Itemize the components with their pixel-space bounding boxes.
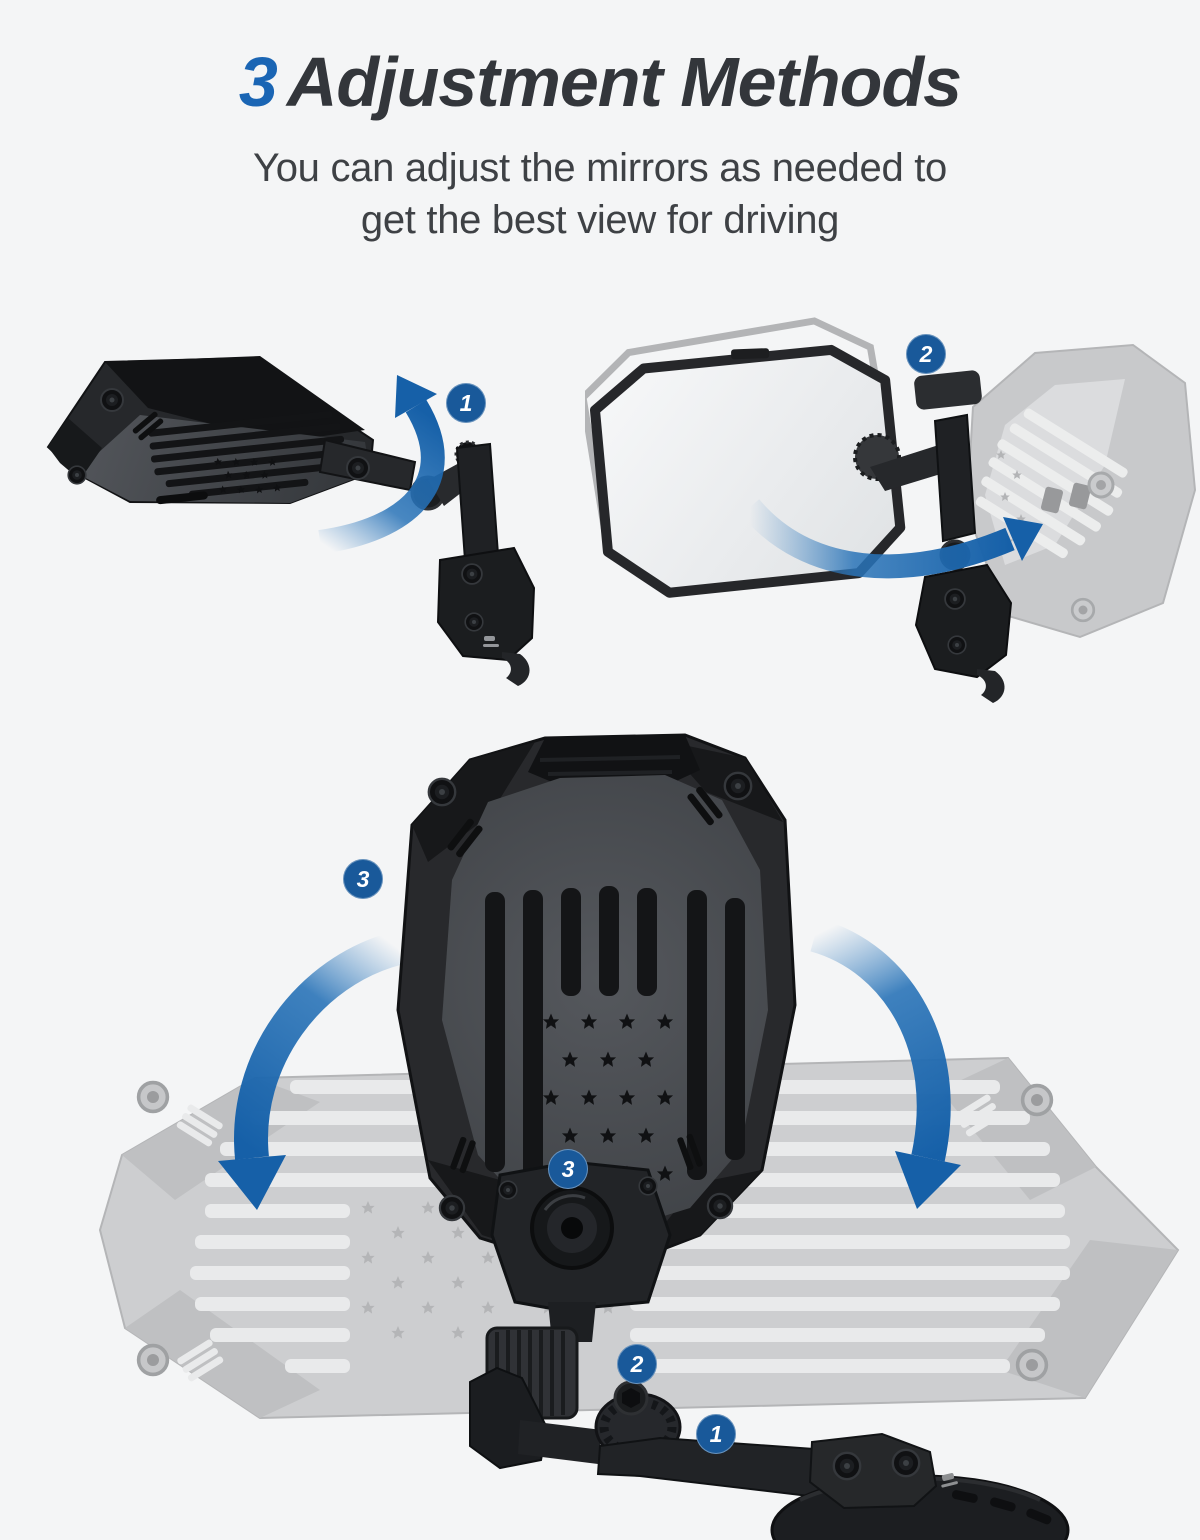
screw-icon	[100, 388, 124, 412]
callout-badge-3-pivot: 3	[548, 1149, 588, 1189]
curved-arrow-up-icon	[318, 375, 445, 554]
page-subtitle: You can adjust the mirrors as needed to g…	[0, 142, 1200, 246]
screw-icon	[67, 465, 87, 485]
callout-badge-2-mount: 2	[617, 1344, 657, 1384]
rotated-flag-stripes	[485, 886, 745, 1230]
mirror-fold-illustration	[585, 317, 1197, 703]
method-3-figure	[0, 730, 1200, 1540]
brand-mark	[941, 1473, 958, 1488]
subtitle-line-2: get the best view for driving	[360, 198, 840, 242]
swivel-arm-and-base	[596, 1432, 1070, 1540]
subtitle-line-1: You can adjust the mirrors as needed to	[253, 146, 947, 190]
callout-badge-1-top: 1	[446, 383, 486, 423]
callout-badge-1-mount: 1	[696, 1414, 736, 1454]
mirror-housing-back	[46, 356, 375, 505]
mirror-rotate-illustration	[98, 733, 1180, 1540]
mirror-tilt-illustration	[46, 356, 536, 686]
curved-arrow-right-icon	[740, 499, 1043, 579]
brand-mark	[483, 636, 499, 647]
ghost-mirror-housing	[965, 343, 1197, 639]
rotation-pivot	[490, 1160, 672, 1312]
callout-badge-3-side: 3	[343, 859, 383, 899]
curved-arrow-down-right-icon	[809, 918, 961, 1209]
method-1-figure	[20, 330, 580, 710]
title-text: Adjustment Methods	[286, 43, 962, 121]
callout-badge-2-top: 2	[906, 334, 946, 374]
mirror-glass-front	[589, 344, 906, 598]
method-2-figure	[585, 315, 1200, 745]
hinge-bracket	[853, 370, 1013, 703]
title-number: 3	[238, 43, 278, 121]
rotated-mirror-back	[396, 733, 797, 1265]
curved-arrow-down-left-icon	[218, 931, 403, 1210]
